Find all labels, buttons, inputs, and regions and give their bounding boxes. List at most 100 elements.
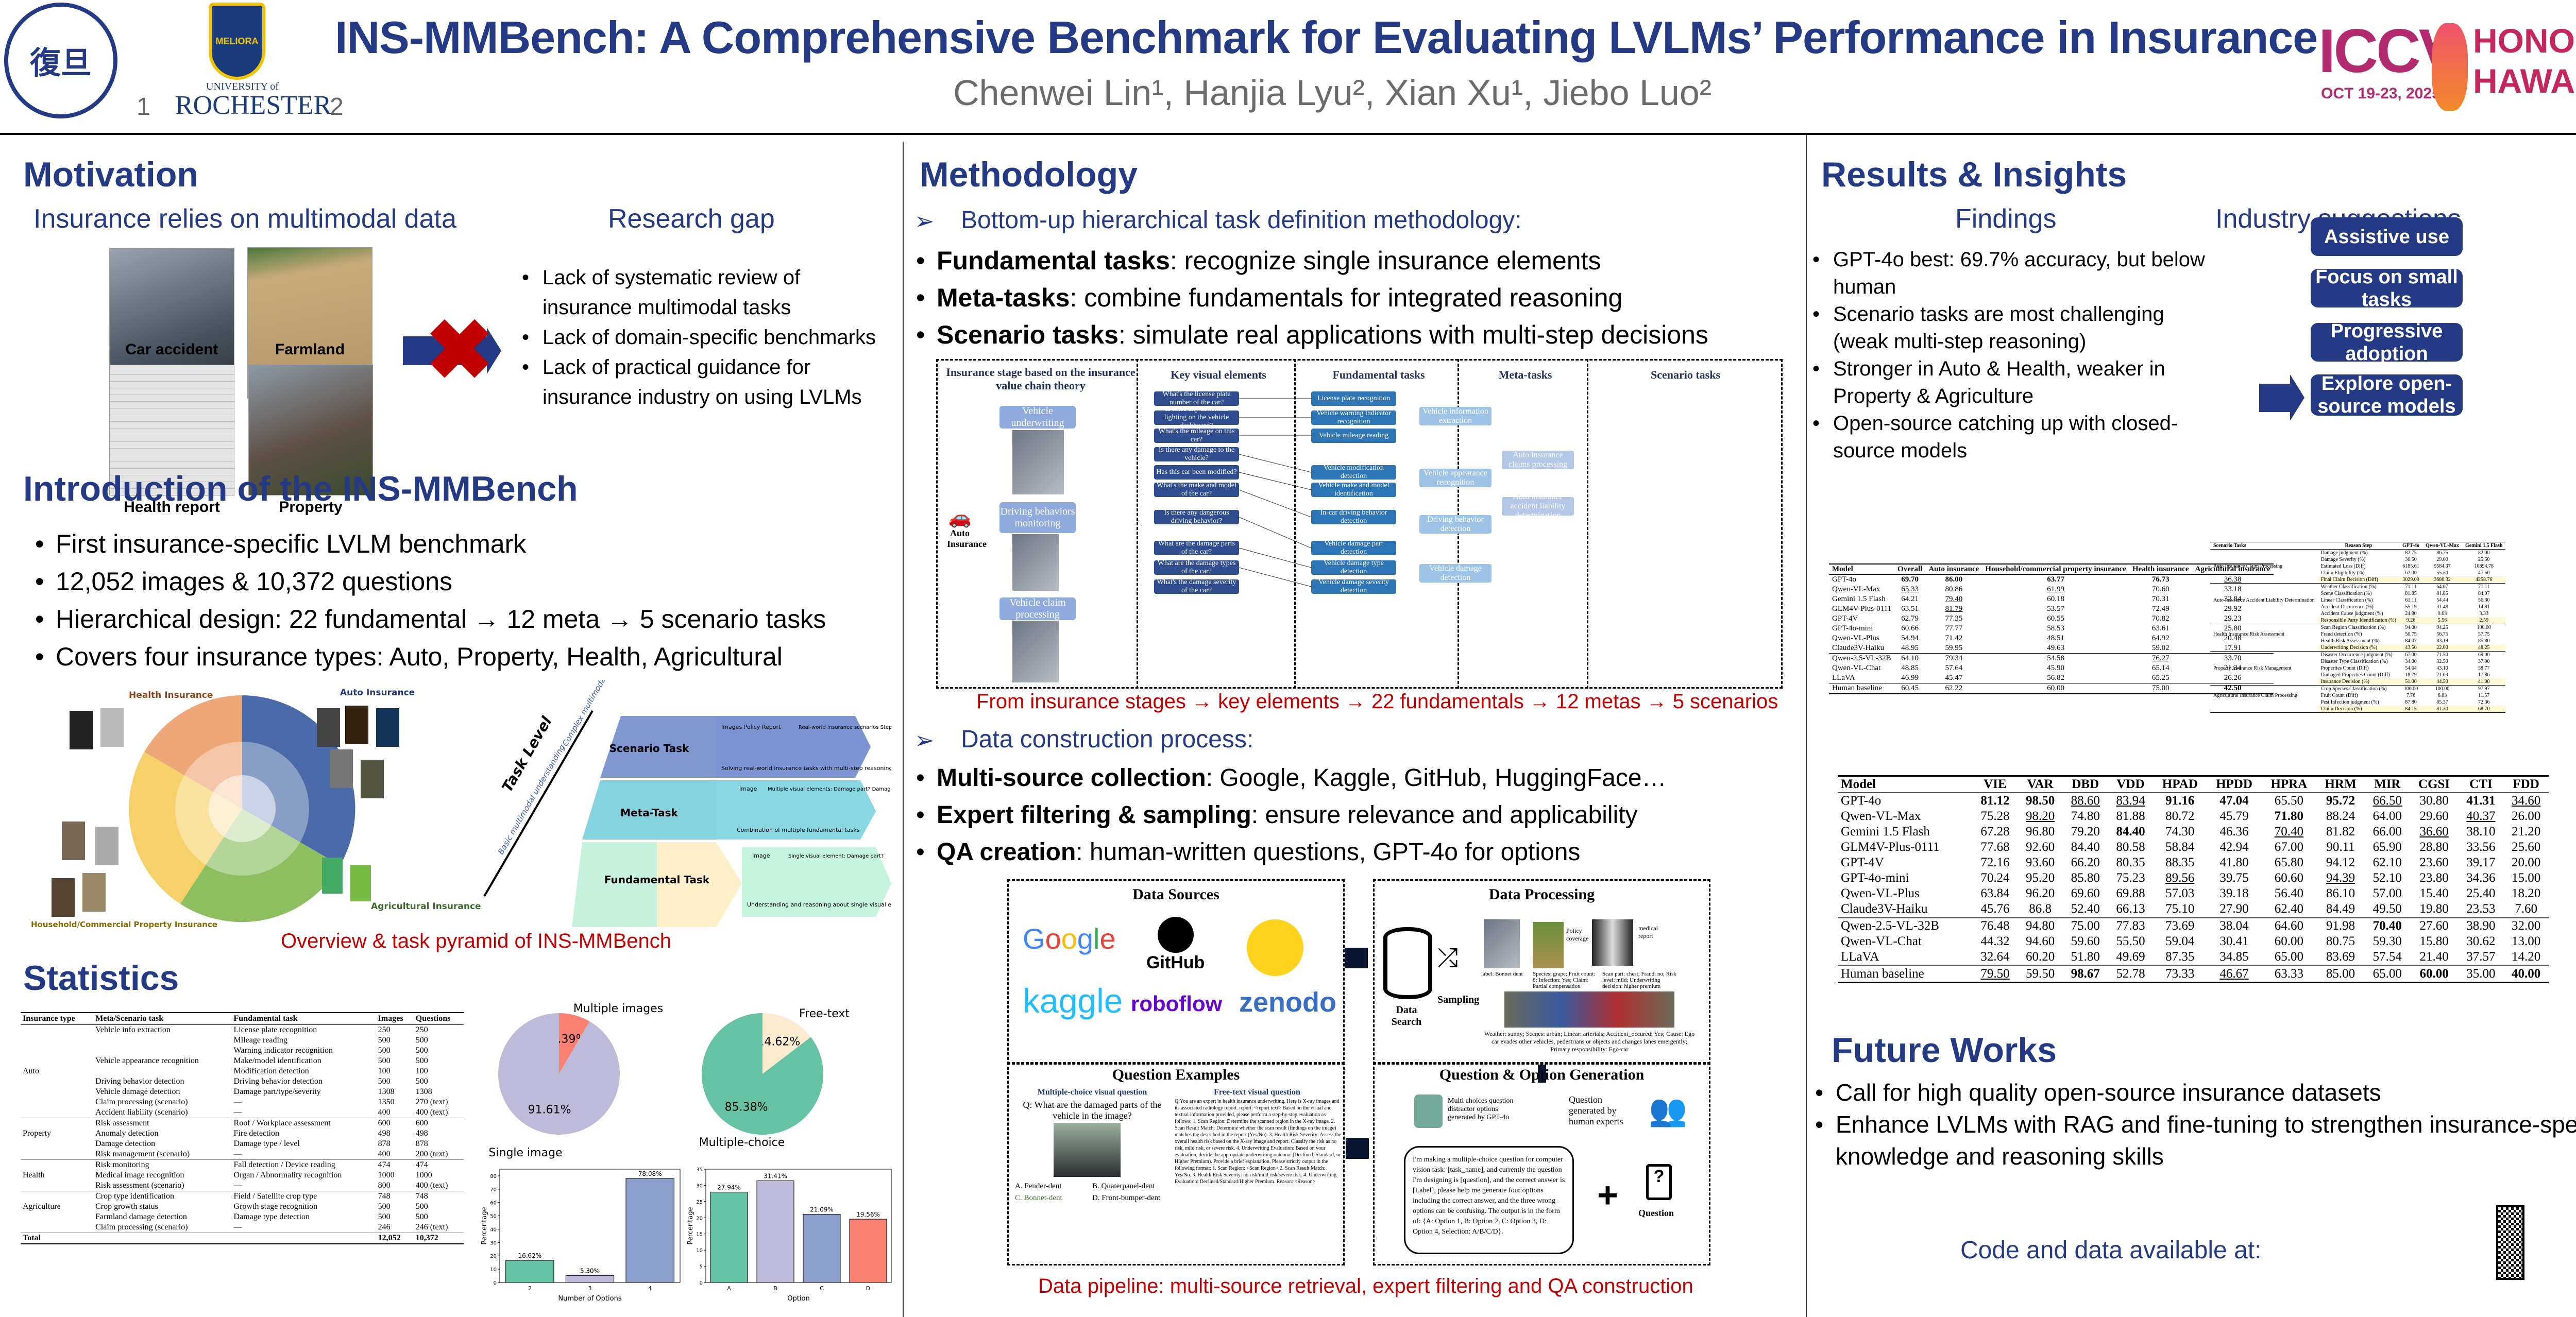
pipeline-caption: Data pipeline: multi-source retrieval, e… [1038,1275,1693,1297]
pie-category-label: Single image [489,1147,563,1159]
table-cell: 39.17 [2466,856,2496,869]
table-cell: 52.78 [2116,967,2145,981]
thumbnail-image [350,865,371,901]
table-cell: 33.18 [2224,585,2242,593]
wheel-sector-property [129,752,242,904]
table-cell: 26.26 [2224,674,2242,682]
y-tick-label: 30 [490,1240,497,1246]
table-cell [93,1233,232,1244]
table-cell [93,1066,231,1076]
table-cell: Weather Classification (%) [2320,584,2377,590]
scenario-task-cell [2210,570,2318,576]
table-cell: 500 [378,1202,391,1211]
table-cell: Roof / Workplace assessment [233,1119,331,1127]
table-cell: 91.16 [2165,794,2195,808]
table-cell: 89.56 [2165,871,2195,885]
table-cell: Gemini 1.5 Flash [1832,595,1886,603]
table-cell: 25.50 [2478,557,2490,562]
table-cell: 30.50 [2405,557,2417,562]
table-cell: 748 [378,1192,391,1201]
intro-bullet: 12,052 images & 10,372 questions [31,563,902,601]
table-cell: 7.60 [2515,902,2537,916]
pie-value-label: 14.62% [757,1036,800,1049]
table-cell: 46.99 [1901,674,1919,682]
table-cell: Crop Species Classification (%) [2320,686,2387,692]
insurance-type-cell: Auto [23,1067,39,1075]
table-cell: 71.42 [1945,634,1963,642]
thumbnail-image [62,822,85,860]
table-cell: 52.40 [2071,902,2100,916]
mc-option: D. Front-bumper-dent [1092,1194,1161,1202]
table-cell: Field / Satellite crop type [233,1192,317,1201]
table-cell: Damage type detection [233,1212,310,1221]
pie-slice [498,1013,620,1135]
key-visual-element-box: What's the damage severity of the car? [1154,578,1239,594]
meta-task-level [582,780,732,840]
table-cell: 42.94 [2219,840,2249,854]
thumbnail-image [361,760,384,798]
table-row: Auto Insurance Accident Liability Determ… [2210,597,2505,604]
key-visual-element-box: What are the damage parts of the car? [1154,540,1239,556]
x-tick-label: A [727,1285,731,1292]
sample-image-crop [1533,922,1564,968]
qr-code[interactable] [2496,1205,2524,1280]
table-cell: 60.55 [2047,614,2064,623]
table-cell: Claim Decision (%) [2317,706,2399,713]
scenario-task-desc: Solving real-world insurance tasks with … [721,765,891,772]
table-cell: GPT-4V [1841,856,1884,869]
plot-frame [705,1169,892,1283]
column-header: HRM [2325,777,2357,791]
table-cell: Damaged Properties Count (Diff) [2320,672,2390,678]
fundamental-task-box: License plate recognition [1311,391,1396,406]
table-cell: Claude3V-Haiku [1832,644,1885,652]
column-header: Overall [1897,565,1923,573]
table-cell: 48.95 [1901,644,1919,652]
table-cell: 73.69 [2165,919,2195,933]
insurance-type-cell [21,1035,93,1046]
table-cell: 69.88 [2116,886,2145,900]
table-cell: 30.62 [2466,934,2496,948]
table-cell: 98.67 [2071,967,2100,981]
table-cell: 65.00 [2372,967,2402,981]
table-cell: 38.04 [2219,919,2249,933]
table-cell: Scan Region Classification (%) [2320,625,2386,630]
table-cell: 45.47 [1945,674,1963,682]
table-cell: 92.60 [2026,840,2055,854]
table-cell: 62.79 [1901,614,1919,623]
column-header: VIE [1984,777,2007,791]
table-cell: 59.50 [2026,967,2055,981]
table-cell: 1000 [378,1171,395,1179]
thumbnail-image [70,711,93,749]
table-cell: 59.30 [2372,934,2402,948]
photo-caption-car-accident: Car accident [125,341,218,358]
table-cell: Claim processing (scenario) [95,1098,188,1106]
column-header: Agricultural insurance [2195,565,2270,573]
table-cell: 14.20 [2511,950,2541,964]
table-cell: 40.00 [2511,967,2541,981]
table-cell: Disaster Occurrence judgment (%) [2320,652,2393,658]
column-header: DBD [2072,777,2099,791]
table-cell: 68.70 [2462,706,2506,713]
y-tick-label: 30 [696,1183,703,1189]
table-cell: 96.20 [2026,886,2055,900]
table-cell: Responsible Party Identification (%) [2317,617,2399,624]
scenario-task-cell [2210,652,2318,659]
insurance-type-cell [21,1149,94,1160]
scenario-task-cell: Health Insurance Risk Assessment [2213,631,2285,637]
stage-box: Vehicle claim processing [999,597,1076,620]
thumbnail-image [322,858,343,894]
table-cell: 200 (text) [413,1149,464,1160]
mc-option: B. Quaterpanel-dent [1092,1182,1155,1190]
data-search-label: Data Search [1391,1004,1422,1028]
table-cell: 54.94 [1901,634,1919,642]
